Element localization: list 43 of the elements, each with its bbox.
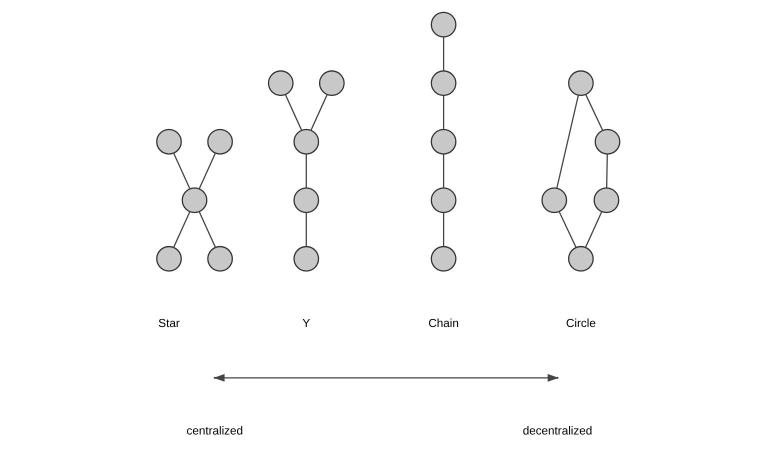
node-circle bbox=[206, 246, 232, 272]
connector bbox=[556, 95, 578, 188]
node-circle bbox=[292, 187, 319, 214]
connector bbox=[198, 152, 216, 190]
connector bbox=[442, 154, 444, 188]
label: centralized bbox=[186, 424, 243, 438]
node-circle bbox=[593, 187, 619, 214]
node-circle bbox=[568, 70, 594, 96]
connector bbox=[584, 94, 603, 131]
connector bbox=[442, 96, 444, 130]
label: decentralized bbox=[522, 424, 592, 438]
connector bbox=[310, 94, 328, 131]
node-circle bbox=[430, 246, 456, 272]
connector bbox=[305, 212, 306, 246]
node-circle bbox=[292, 246, 319, 272]
node-circle bbox=[568, 246, 594, 272]
connector bbox=[442, 212, 444, 246]
node-circle bbox=[156, 246, 182, 272]
node-circle bbox=[206, 128, 232, 155]
node-circle bbox=[318, 70, 344, 96]
connector bbox=[172, 211, 190, 248]
node-circle bbox=[430, 70, 456, 96]
node-circle bbox=[292, 128, 319, 155]
connector bbox=[284, 94, 302, 131]
label: Circle bbox=[565, 317, 596, 330]
node-circle bbox=[430, 187, 456, 214]
connector bbox=[558, 211, 576, 248]
node-circle bbox=[181, 187, 207, 214]
connector bbox=[606, 154, 608, 188]
node-circle bbox=[430, 12, 456, 38]
connector bbox=[584, 211, 602, 248]
label: Star bbox=[158, 317, 180, 330]
node-circle bbox=[156, 128, 182, 155]
node-circle bbox=[267, 70, 294, 96]
label: Y bbox=[302, 317, 310, 330]
connector bbox=[198, 211, 216, 248]
connector bbox=[305, 154, 306, 188]
node-circle bbox=[430, 128, 456, 155]
node-circle bbox=[594, 128, 620, 155]
connector bbox=[172, 152, 190, 190]
label: Chain bbox=[428, 317, 458, 330]
node-circle bbox=[540, 187, 567, 214]
connector bbox=[442, 37, 444, 71]
